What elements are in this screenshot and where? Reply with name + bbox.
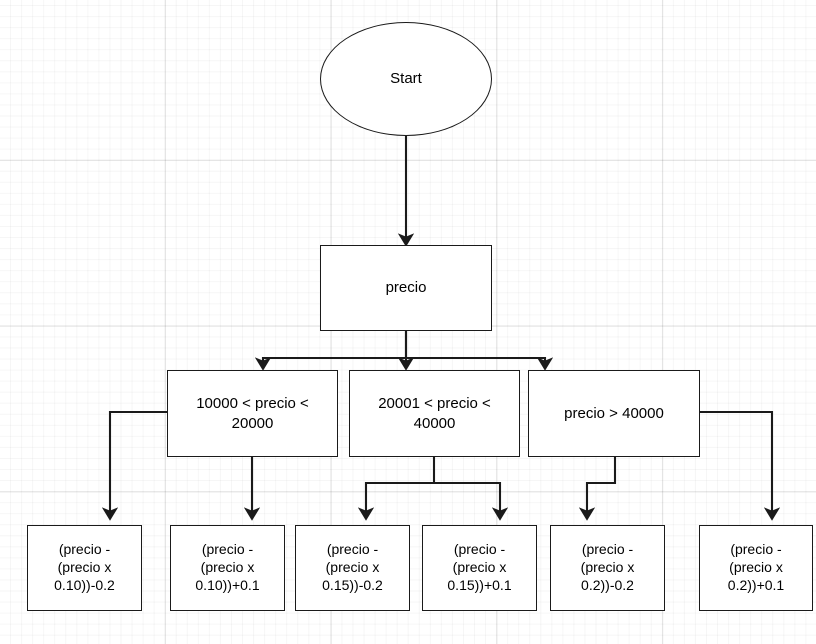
node-condition-range-3-label: precio > 40000	[564, 404, 664, 422]
node-formula-6[interactable]: (precio - (precio x 0.2))+0.1	[699, 525, 813, 611]
node-condition-range-2[interactable]: 20001 < precio < 40000	[349, 370, 520, 457]
node-start-label: Start	[390, 70, 422, 88]
edge-cond2-to-form3	[357, 457, 436, 521]
node-condition-range-1-label: 10000 < precio < 20000	[196, 395, 309, 432]
node-formula-2-label: (precio - (precio x 0.10))+0.1	[195, 541, 260, 593]
node-formula-6-label: (precio - (precio x 0.2))+0.1	[727, 541, 785, 593]
edge-precio-to-cond3	[406, 356, 554, 371]
node-precio-label: precio	[385, 279, 427, 297]
node-condition-range-2-label: 20001 < precio < 40000	[378, 395, 491, 432]
edge-precio-to-cond1	[254, 331, 408, 371]
node-condition-range-1[interactable]: 10000 < precio < 20000	[167, 370, 338, 457]
edge-cond3-to-form6	[700, 410, 781, 521]
node-start[interactable]: Start	[320, 22, 492, 136]
edge-cond3-to-form5	[578, 457, 617, 521]
edge-cond2-to-form4	[434, 481, 509, 521]
node-formula-4-label: (precio - (precio x 0.15))+0.1	[447, 541, 512, 593]
node-formula-3[interactable]: (precio - (precio x 0.15))-0.2	[295, 525, 410, 611]
node-formula-5[interactable]: (precio - (precio x 0.2))-0.2	[550, 525, 665, 611]
node-formula-1-label: (precio - (precio x 0.10))-0.2	[54, 541, 115, 593]
node-formula-3-label: (precio - (precio x 0.15))-0.2	[322, 541, 383, 593]
node-formula-2[interactable]: (precio - (precio x 0.10))+0.1	[170, 525, 285, 611]
node-precio[interactable]: precio	[320, 245, 492, 331]
node-formula-1[interactable]: (precio - (precio x 0.10))-0.2	[27, 525, 142, 611]
node-formula-5-label: (precio - (precio x 0.2))-0.2	[580, 541, 635, 593]
node-formula-4[interactable]: (precio - (precio x 0.15))+0.1	[422, 525, 537, 611]
edge-cond1-to-form1	[101, 410, 167, 521]
node-condition-range-3[interactable]: precio > 40000	[528, 370, 700, 457]
